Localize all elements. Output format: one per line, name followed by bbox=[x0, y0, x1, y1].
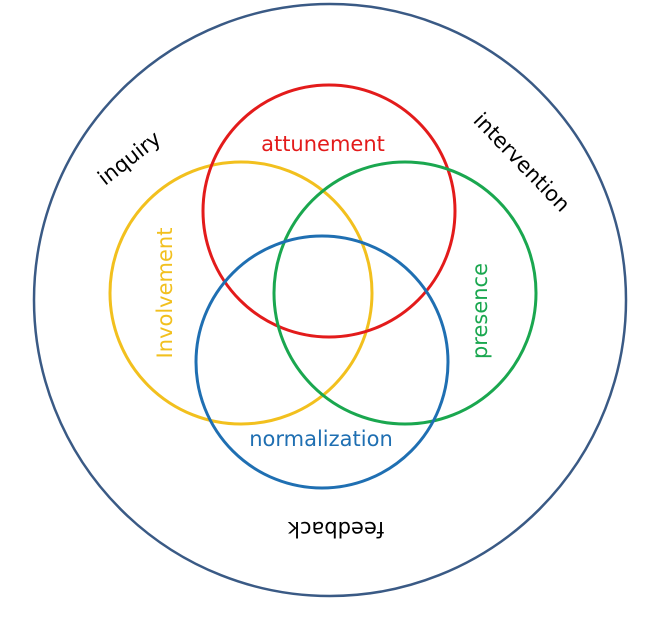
normalization-circle bbox=[194, 234, 450, 490]
presence-label: presence bbox=[468, 263, 492, 359]
attunement-circle bbox=[201, 83, 457, 339]
presence-circle bbox=[272, 160, 538, 426]
attunement-label: attunement bbox=[261, 132, 385, 156]
involvement-label: Involvement bbox=[153, 228, 177, 359]
inquiry-label: inquiry bbox=[93, 126, 165, 190]
feedback-label: feedback bbox=[287, 517, 384, 541]
normalization-label: normalization bbox=[249, 427, 393, 451]
involvement-circle bbox=[108, 160, 374, 426]
outer-circle bbox=[32, 2, 628, 598]
intervention-label: intervention bbox=[469, 108, 575, 217]
